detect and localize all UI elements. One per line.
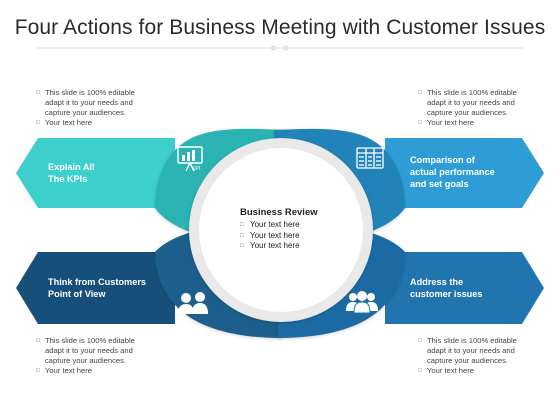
customers-icon (178, 292, 208, 314)
action-banner-bottom-right (385, 252, 544, 324)
label-line: Comparison of (410, 155, 475, 165)
center-heading: Business Review (240, 207, 318, 218)
title-underline (36, 46, 524, 50)
kpi-presentation-icon: KPI (177, 146, 203, 172)
team-icon (346, 291, 378, 314)
kpi-icon-text: KPI (192, 166, 200, 172)
square-bullet-icon: □ (36, 90, 40, 96)
square-bullet-icon: □ (418, 90, 422, 96)
action-label-kpis: Explain All The KPIs (48, 161, 95, 185)
center-item: Your text here (250, 230, 300, 240)
label-line: The KPIs (48, 174, 88, 184)
square-bullet-icon: □ (240, 243, 244, 249)
note-text: Your text here (427, 366, 475, 375)
square-bullet-icon: □ (418, 368, 422, 374)
notes-top-right: □ This slide is 100% editable adapt it to… (418, 88, 538, 128)
notes-top-left: □ This slide is 100% editable adapt it to… (36, 88, 156, 128)
square-bullet-icon: □ (240, 222, 244, 228)
center-item: Your text here (250, 241, 300, 250)
label-line: customer issues (410, 289, 483, 299)
square-bullet-icon: □ (418, 120, 422, 126)
square-bullet-icon: □ (240, 232, 244, 239)
business-review-box: Business Review □ Your text here □ Your te… (240, 206, 350, 252)
action-label-customers: Think from Customers Point of View (48, 276, 146, 300)
center-item: Your text here (250, 220, 300, 229)
note-text: This slide is 100% editable adapt it to … (45, 336, 135, 365)
note-text: This slide is 100% editable adapt it to … (427, 336, 517, 365)
label-line: Explain All (48, 162, 95, 172)
action-banner-top-left (16, 138, 175, 208)
square-bullet-icon: □ (36, 338, 40, 344)
center-disc (199, 148, 363, 312)
label-line: Address the (410, 277, 464, 287)
note-text: Your text here (45, 366, 93, 375)
label-line: Point of View (48, 289, 106, 299)
page-title: Four Actions for Business Meeting with C… (14, 16, 546, 39)
action-label-comparison: Comparison of actual performance and set… (410, 154, 495, 190)
comparison-table-icon (356, 147, 384, 169)
square-bullet-icon: □ (418, 338, 422, 344)
action-banner-bottom-left (16, 252, 175, 324)
notes-bottom-right: □ This slide is 100% editable adapt it to… (418, 336, 538, 376)
action-banner-top-right (385, 138, 544, 208)
note-text: Your text here (45, 118, 93, 127)
notes-bottom-left: □ This slide is 100% editable adapt it to… (36, 336, 156, 376)
note-text: This slide is 100% editable adapt it to … (45, 88, 135, 117)
label-line: actual performance (410, 167, 495, 177)
note-text: This slide is 100% editable adapt it to … (427, 88, 517, 117)
label-line: Think from Customers (48, 277, 147, 287)
square-bullet-icon: □ (36, 368, 40, 374)
square-bullet-icon: □ (36, 120, 40, 126)
note-text: Your text here (427, 118, 475, 127)
action-label-address: Address the customer issues (410, 276, 483, 300)
label-line: and set goals (410, 179, 469, 189)
